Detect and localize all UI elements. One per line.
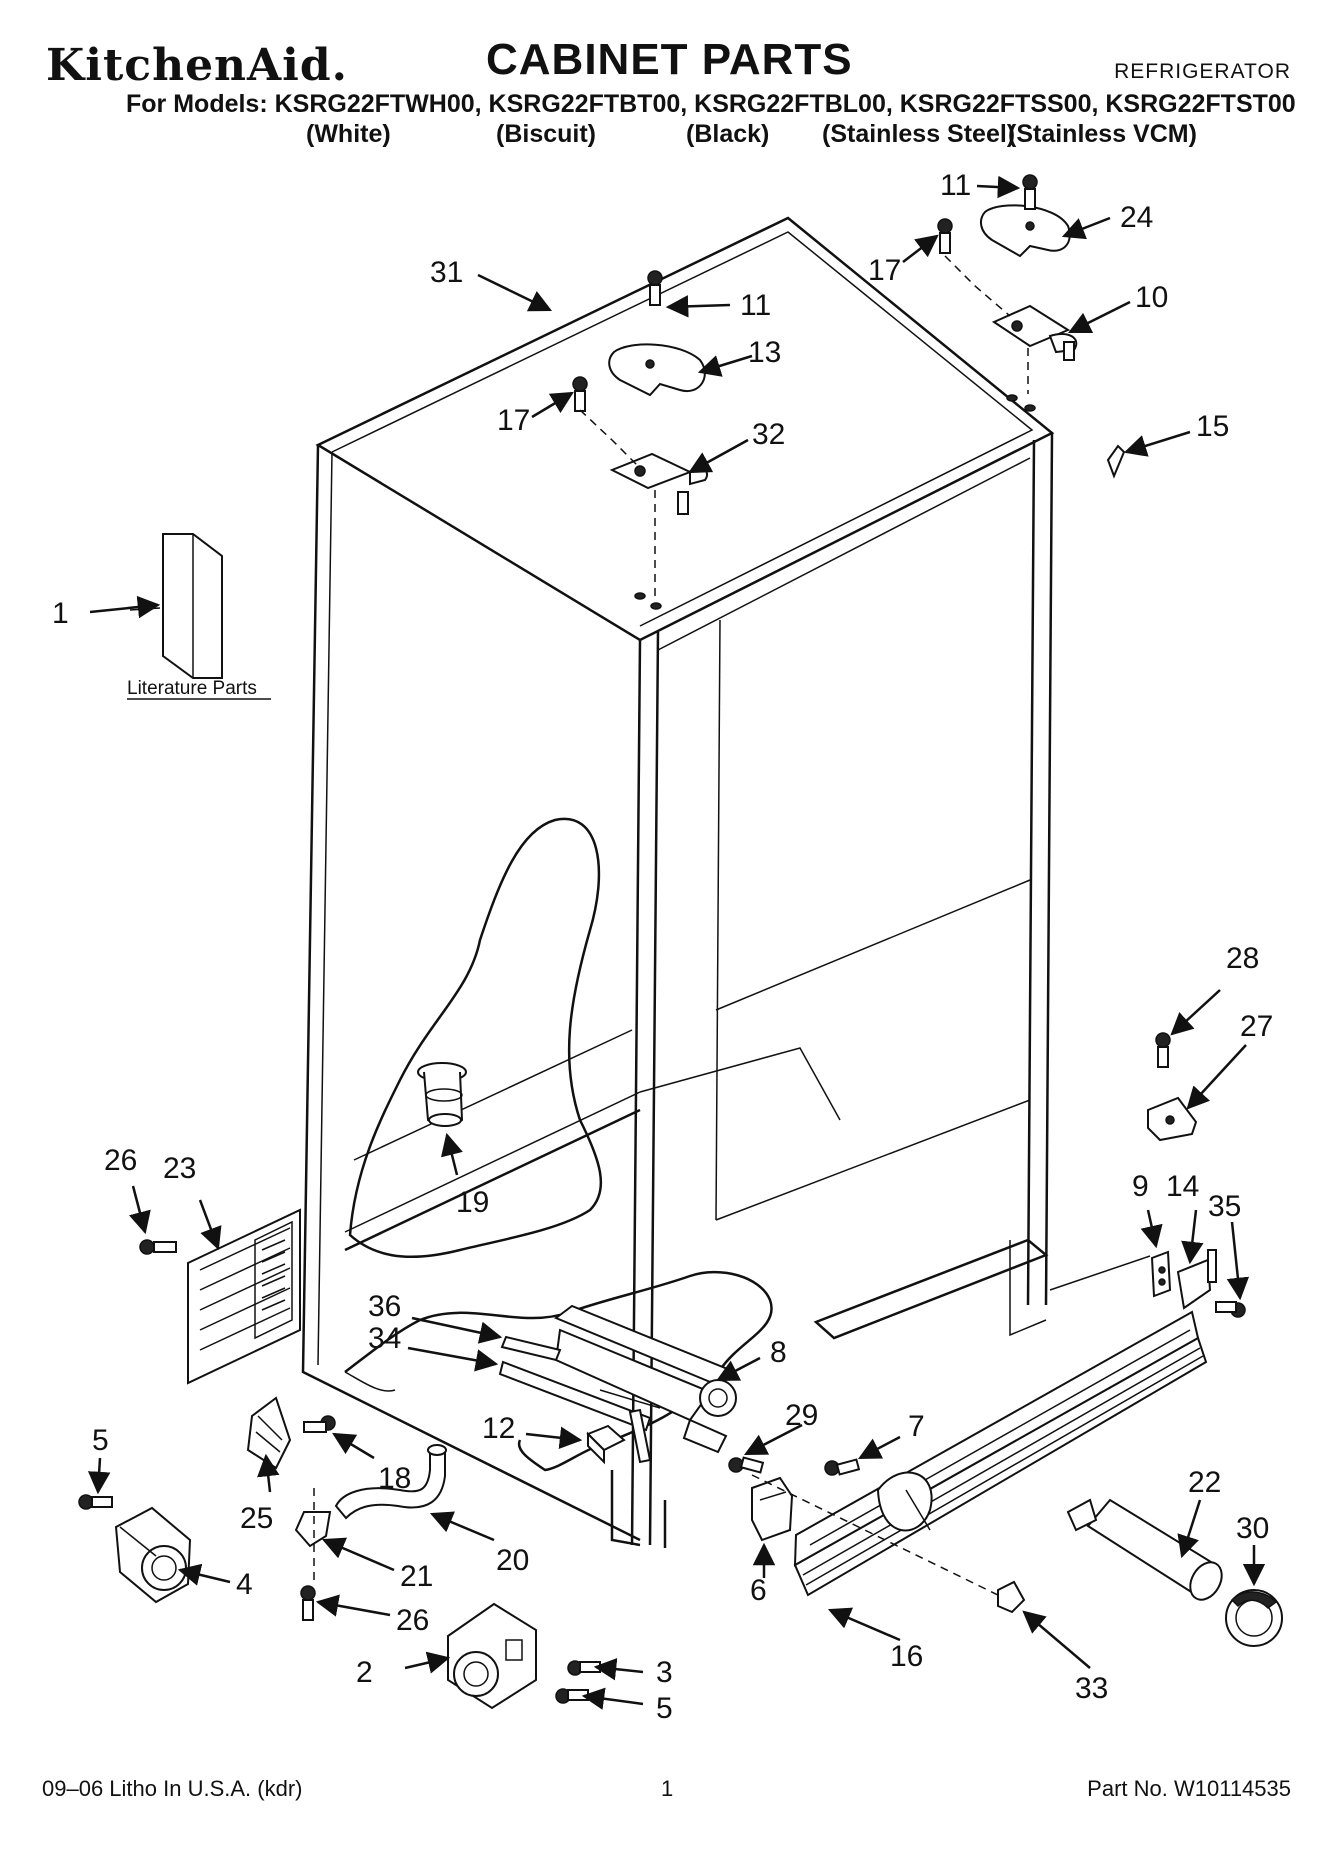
- callout-20: 20: [496, 1544, 529, 1577]
- callout-25: 25: [240, 1502, 273, 1535]
- callout-28: 28: [1226, 942, 1259, 975]
- callout-5-bottom: 5: [656, 1692, 673, 1725]
- color-stainless-steel: (Stainless Steel): [822, 120, 1016, 148]
- filter-cap-30: [1225, 1589, 1283, 1647]
- callout-11-left: 11: [740, 289, 771, 322]
- callout-24: 24: [1120, 201, 1153, 234]
- footer-litho: 09–06 Litho In U.S.A. (kdr): [42, 1776, 303, 1801]
- hinge-27: [1147, 1096, 1198, 1142]
- footer-page-number: 1: [661, 1776, 674, 1801]
- page-header: KitchenAid. CABINET PARTS REFRIGERATOR F…: [0, 0, 1339, 150]
- screw-11-left: [647, 270, 663, 306]
- callout-4: 4: [236, 1568, 253, 1601]
- water-valve-bracket-12: [586, 1424, 626, 1465]
- color-biscuit: (Biscuit): [496, 120, 596, 148]
- callout-36: 36: [368, 1290, 401, 1323]
- rear-grille-23: [187, 1208, 301, 1385]
- callout-19: 19: [456, 1186, 489, 1219]
- callout-1: 1: [52, 597, 69, 630]
- callout-7: 7: [908, 1410, 925, 1443]
- brand-logo: KitchenAid.: [46, 40, 348, 91]
- screw-5-left: [78, 1494, 113, 1510]
- screw-26-upper: [139, 1239, 177, 1255]
- callout-27: 27: [1240, 1010, 1273, 1043]
- drain-grommet-19: [417, 1062, 467, 1127]
- screw-35: [1215, 1301, 1246, 1318]
- shim-9: [1150, 1250, 1172, 1298]
- page-title: CABINET PARTS: [486, 35, 853, 84]
- callout-labels: 31 11 13 17 32 11 24 17 10 15 19 23 26 3…: [92, 169, 1273, 1725]
- toe-grille-16: [793, 1310, 1208, 1597]
- callout-14: 14: [1166, 1170, 1199, 1203]
- screw-11-right: [1022, 174, 1038, 210]
- callout-33: 33: [1075, 1672, 1108, 1705]
- callout-22: 22: [1188, 1466, 1221, 1499]
- callout-8: 8: [770, 1336, 787, 1369]
- screw-26-lower: [300, 1585, 316, 1621]
- screw-5-bottom: [555, 1688, 589, 1704]
- callout-26-lower: 26: [396, 1604, 429, 1637]
- callout-3: 3: [656, 1656, 673, 1689]
- clip-15: [1106, 444, 1126, 479]
- filter-bypass-6: [751, 1476, 794, 1542]
- drain-tube-20: [334, 1444, 447, 1520]
- screw-29: [728, 1456, 765, 1474]
- leader-lines: [87, 175, 1266, 1710]
- screw-3: [567, 1660, 601, 1676]
- leader-1: [89, 595, 161, 619]
- product-type: REFRIGERATOR: [1114, 60, 1291, 83]
- callout-2: 2: [356, 1656, 373, 1689]
- callout-5-left: 5: [92, 1424, 109, 1457]
- callout-26-upper: 26: [104, 1144, 137, 1177]
- literature-booklet: [162, 533, 223, 679]
- screw-17-right: [937, 218, 953, 254]
- clamp-21: [294, 1488, 332, 1580]
- callout-18: 18: [378, 1462, 411, 1495]
- callout-21: 21: [400, 1560, 433, 1593]
- literature-parts-label: Literature Parts: [127, 678, 257, 699]
- callout-32: 32: [752, 418, 785, 451]
- callout-29: 29: [785, 1399, 818, 1432]
- water-tube-34: [498, 1360, 652, 1464]
- callout-23: 23: [163, 1152, 196, 1185]
- callout-10: 10: [1135, 281, 1168, 314]
- models-line: For Models: KSRG22FTWH00, KSRG22FTBT00, …: [126, 90, 1296, 118]
- screw-7: [824, 1458, 861, 1476]
- screw-18: [303, 1415, 336, 1433]
- screw-17-left: [572, 376, 588, 412]
- callout-31: 31: [430, 256, 463, 289]
- bracket-25: [246, 1396, 292, 1470]
- color-white: (White): [306, 120, 391, 148]
- filter-housing-8: [553, 1304, 737, 1454]
- screw-28: [1155, 1032, 1171, 1068]
- top-hinge-cover-13: [608, 343, 706, 397]
- bracket-14: [1176, 1249, 1217, 1310]
- callout-17-right: 17: [868, 254, 901, 287]
- top-hinge-cover-24: [979, 204, 1071, 258]
- callout-35: 35: [1208, 1190, 1241, 1223]
- callout-16: 16: [890, 1640, 923, 1673]
- roller-assembly-2: [447, 1602, 537, 1710]
- callout-13: 13: [748, 336, 781, 369]
- callout-6: 6: [750, 1574, 767, 1607]
- color-black: (Black): [686, 120, 770, 148]
- color-stainless-vcm: (Stainless VCM): [1008, 120, 1197, 148]
- roller-assembly-4: [114, 1506, 192, 1604]
- footer-part-number: Part No. W10114535: [1087, 1776, 1291, 1801]
- callout-15: 15: [1196, 410, 1229, 443]
- callout-9: 9: [1132, 1170, 1149, 1203]
- water-filter-22: [1066, 1498, 1223, 1601]
- top-hinge-32: [609, 452, 709, 515]
- callout-12: 12: [482, 1412, 515, 1445]
- callout-34: 34: [368, 1322, 401, 1355]
- top-hinge-10: [991, 304, 1078, 361]
- callout-17-left: 17: [497, 404, 530, 437]
- plug-33: [997, 1580, 1026, 1614]
- callout-30: 30: [1236, 1512, 1269, 1545]
- callout-11-right: 11: [940, 169, 971, 202]
- water-tube-36: [500, 1335, 661, 1409]
